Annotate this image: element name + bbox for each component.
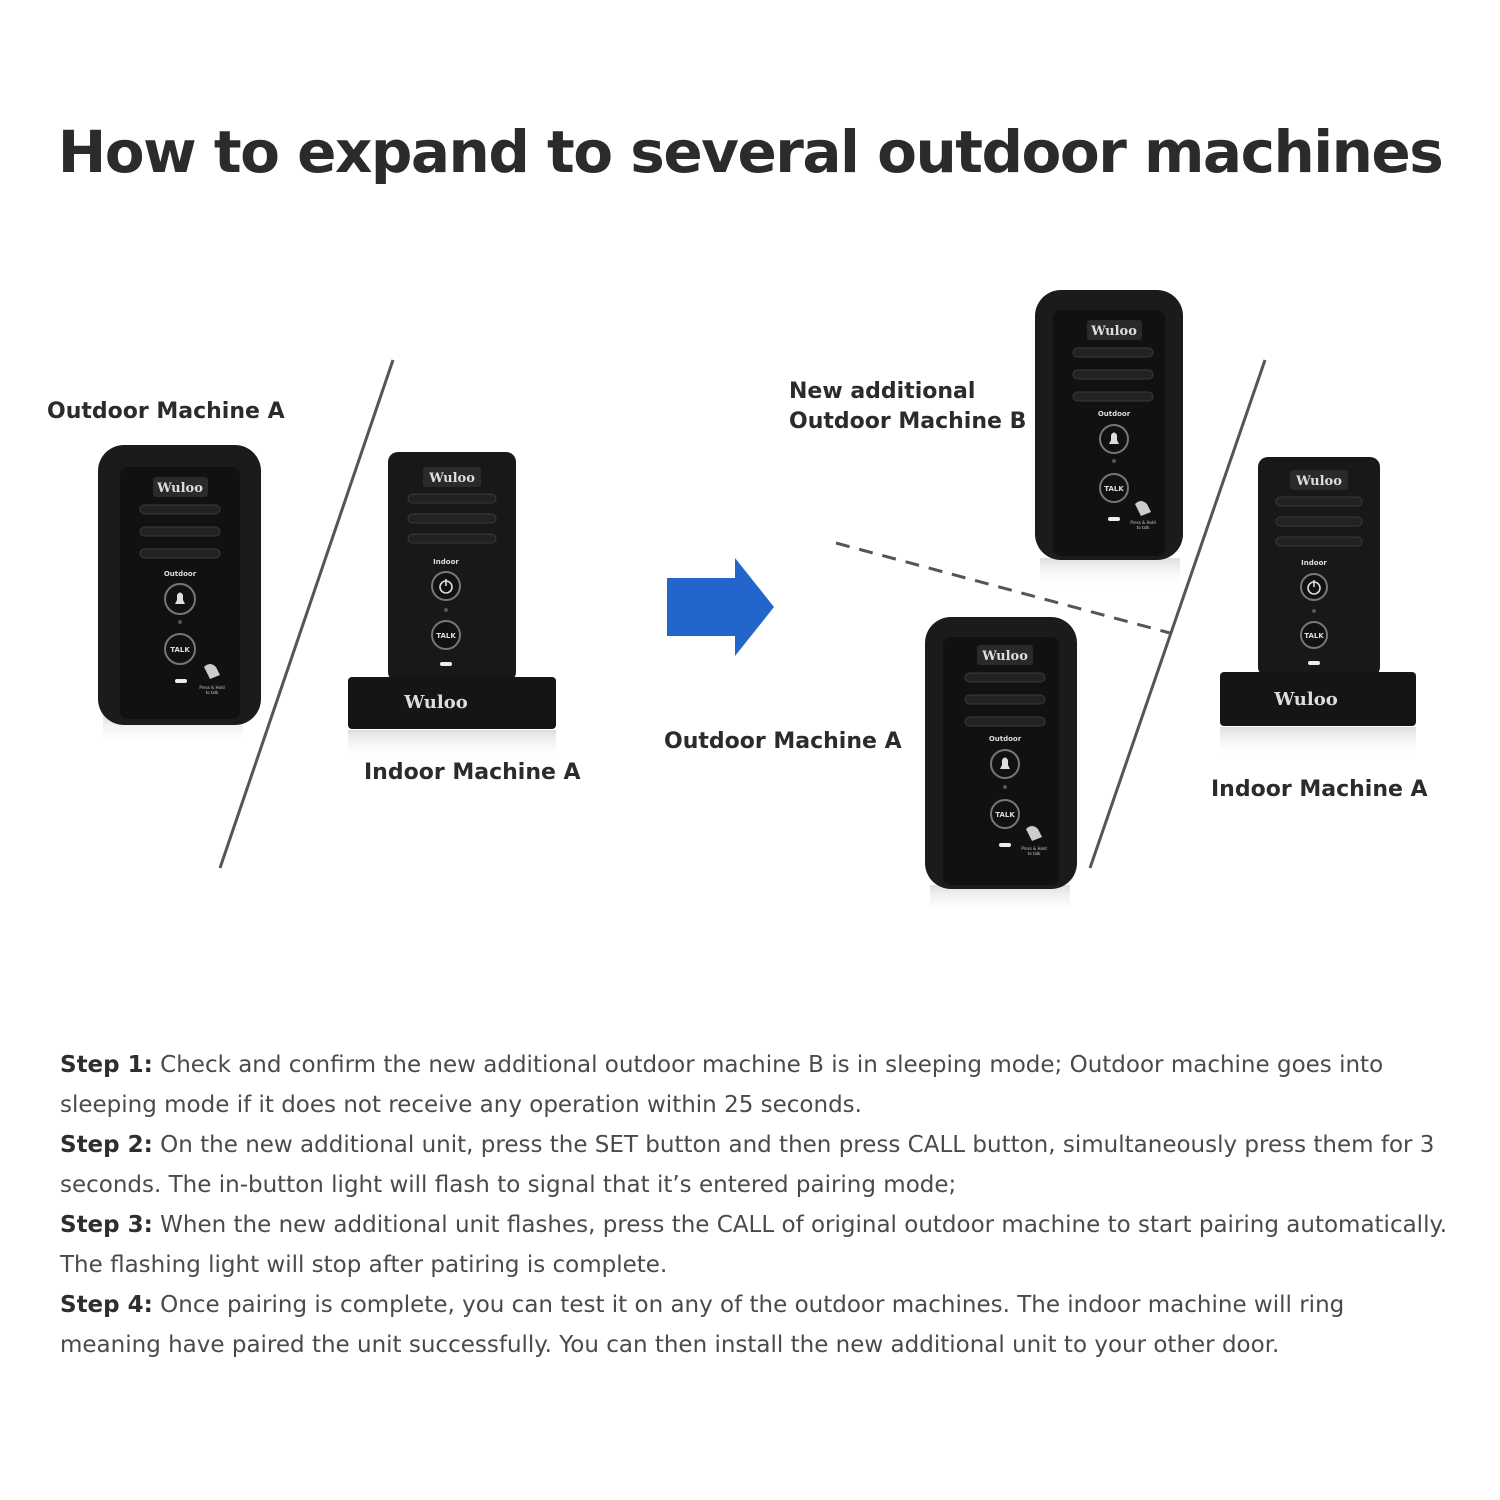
svg-text:to talk: to talk	[206, 690, 219, 695]
brand-logo: Wuloo	[1090, 324, 1137, 339]
svg-text:TALK: TALK	[436, 632, 456, 640]
outdoor-device-b: Wuloo Outdoor TALK Press & Hold to talk	[1035, 290, 1183, 588]
base-brand-logo: Wuloo	[1273, 689, 1337, 710]
svg-text:Outdoor: Outdoor	[1098, 410, 1131, 418]
step-4: Step 4: Once pairing is complete, you ca…	[60, 1285, 1450, 1365]
step-label: Step 4:	[60, 1292, 153, 1318]
step-text: On the new additional unit, press the SE…	[60, 1132, 1435, 1198]
arrow-right-icon	[667, 558, 774, 656]
label-new-additional: New additional	[789, 379, 976, 404]
indoor-label: Indoor	[433, 558, 459, 566]
divider-line-right	[1088, 359, 1267, 869]
label-indoor-machine-a-left: Indoor Machine A	[364, 760, 581, 785]
divider-line-left	[218, 359, 395, 869]
hand-icon	[204, 664, 220, 679]
svg-text:Indoor: Indoor	[1301, 559, 1327, 567]
bell-icon	[1109, 432, 1119, 444]
dashed-divider	[835, 541, 1171, 635]
diagram: Wuloo Outdoor TALK Press & Hold to talk …	[98, 290, 1416, 915]
step-label: Step 2:	[60, 1132, 153, 1158]
svg-text:to talk: to talk	[1137, 525, 1150, 530]
label-outdoor-machine-a-left: Outdoor Machine A	[47, 399, 285, 424]
svg-text:TALK: TALK	[995, 811, 1015, 819]
outdoor-device-a-right: Wuloo Outdoor TALK Press & Hold to talk	[925, 617, 1077, 915]
brand-logo: Wuloo	[981, 649, 1028, 664]
step-2: Step 2: On the new additional unit, pres…	[60, 1125, 1450, 1205]
outdoor-device-a-left: Wuloo Outdoor TALK Press & Hold to talk	[98, 445, 261, 745]
svg-text:Press & Hold: Press & Hold	[1130, 520, 1156, 525]
outdoor-label: Outdoor	[164, 570, 197, 578]
step-text: When the new additional unit flashes, pr…	[60, 1212, 1448, 1278]
svg-text:Press & Hold: Press & Hold	[1021, 846, 1047, 851]
hand-icon	[1026, 826, 1042, 841]
svg-text:TALK: TALK	[1104, 485, 1124, 493]
svg-text:to talk: to talk	[1028, 851, 1041, 856]
step-text: Check and confirm the new additional out…	[60, 1052, 1384, 1118]
svg-text:Outdoor: Outdoor	[989, 735, 1022, 743]
brand-logo: Wuloo	[1295, 474, 1342, 489]
step-label: Step 3:	[60, 1212, 153, 1238]
step-3: Step 3: When the new additional unit fla…	[60, 1205, 1450, 1285]
base-brand-logo: Wuloo	[403, 692, 467, 713]
bell-icon	[1000, 757, 1010, 769]
brand-logo: Wuloo	[156, 481, 203, 496]
instruction-steps: Step 1: Check and confirm the new additi…	[60, 1045, 1450, 1365]
indoor-device-a-left: Wuloo Indoor TALK Wuloo	[348, 452, 556, 760]
bell-icon	[175, 592, 185, 604]
label-outdoor-machine-b: Outdoor Machine B	[789, 409, 1027, 434]
svg-text:TALK: TALK	[1304, 632, 1324, 640]
label-outdoor-machine-a-right: Outdoor Machine A	[664, 729, 902, 754]
indoor-device-a-right: Wuloo Indoor TALK Wuloo	[1220, 457, 1416, 757]
brand-logo: Wuloo	[428, 471, 475, 486]
step-text: Once pairing is complete, you can test i…	[60, 1292, 1345, 1358]
hand-icon	[1135, 501, 1151, 516]
talk-button-label: TALK	[170, 646, 190, 654]
step-label: Step 1:	[60, 1052, 153, 1078]
page-title: How to expand to several outdoor machine…	[57, 118, 1444, 186]
step-1: Step 1: Check and confirm the new additi…	[60, 1045, 1450, 1125]
svg-text:Press & Hold: Press & Hold	[199, 685, 225, 690]
label-indoor-machine-a-right: Indoor Machine A	[1211, 777, 1428, 802]
